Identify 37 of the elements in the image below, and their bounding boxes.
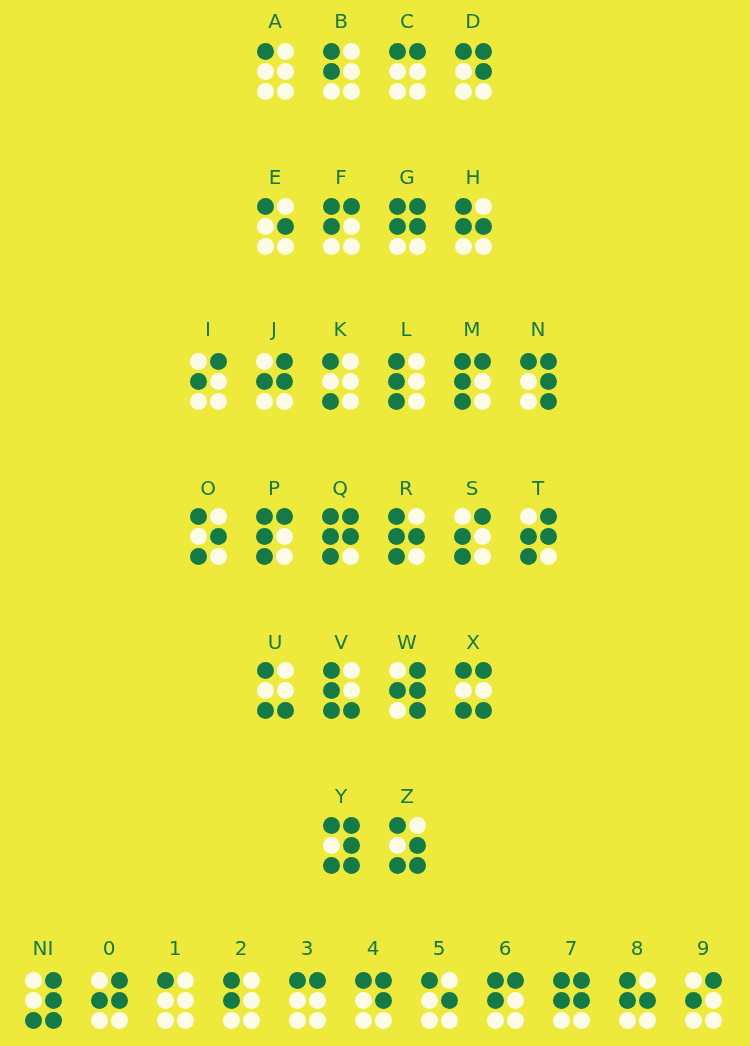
letter-label: 6	[497, 937, 513, 959]
letter-label: F	[334, 166, 348, 188]
letter-label: O	[199, 477, 217, 499]
letter-label: 5	[431, 937, 447, 959]
letter-label: P	[266, 477, 282, 499]
letter-label: X	[465, 631, 481, 653]
letter-label: A	[267, 10, 283, 32]
letter-label: D	[464, 10, 482, 32]
letter-label: 9	[695, 937, 711, 959]
letter-label: W	[396, 631, 418, 653]
letter-label: L	[399, 318, 413, 340]
letter-label: U	[266, 631, 284, 653]
letter-label: E	[267, 166, 283, 188]
letter-label: C	[399, 10, 415, 32]
letter-label: NI	[31, 937, 55, 959]
letter-label: Q	[331, 477, 349, 499]
letter-label: 4	[365, 937, 381, 959]
letter-label: V	[333, 631, 349, 653]
letter-label: K	[332, 318, 348, 340]
letter-label: 1	[167, 937, 183, 959]
letter-label: Y	[333, 785, 349, 807]
letter-label: 7	[563, 937, 579, 959]
letter-label: G	[398, 166, 416, 188]
letter-label: 8	[629, 937, 645, 959]
letter-label: B	[333, 10, 349, 32]
letter-label: J	[269, 318, 278, 340]
letter-label: 3	[299, 937, 315, 959]
letter-label: N	[529, 318, 547, 340]
letter-label: S	[464, 477, 480, 499]
letter-label: I	[204, 318, 212, 340]
letter-label: 2	[233, 937, 249, 959]
letter-label: R	[398, 477, 414, 499]
letter-label: Z	[399, 785, 415, 807]
letter-label: T	[530, 477, 546, 499]
letter-label: 0	[101, 937, 117, 959]
letter-label: M	[462, 318, 482, 340]
letter-label: H	[464, 166, 482, 188]
